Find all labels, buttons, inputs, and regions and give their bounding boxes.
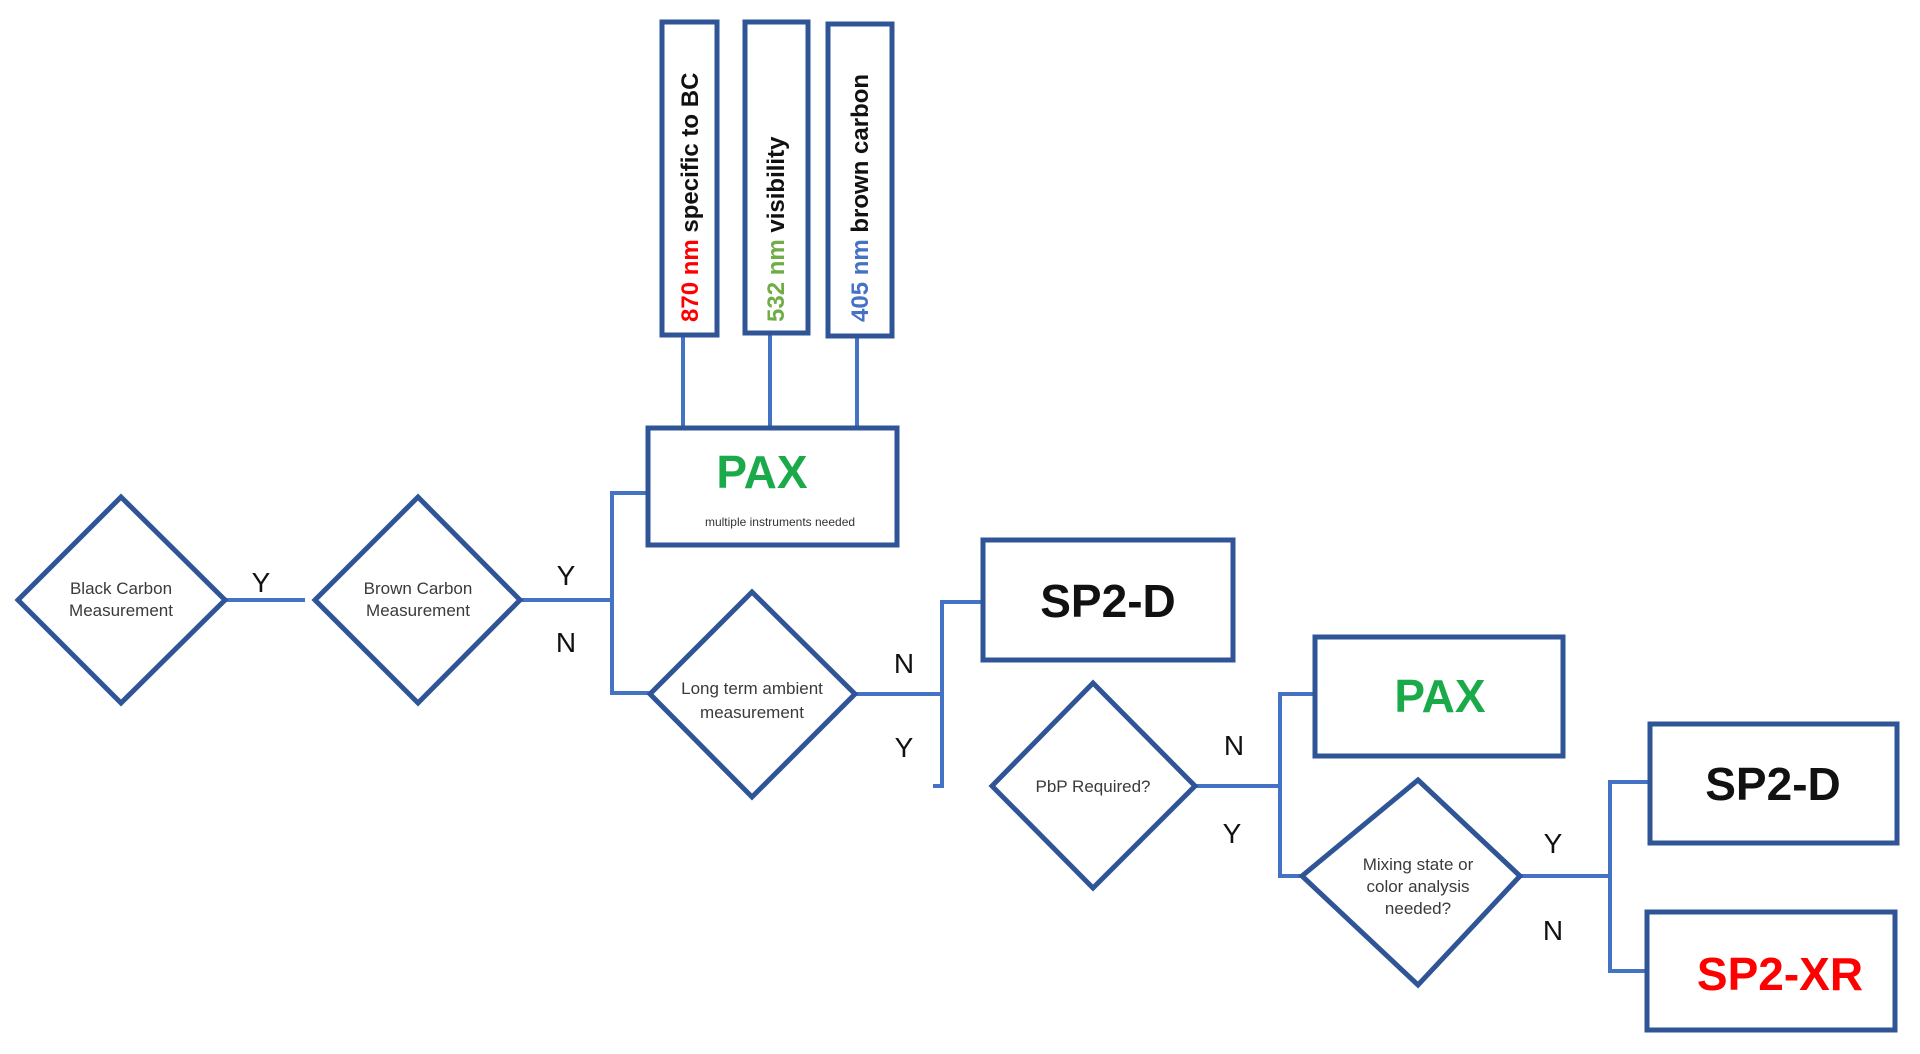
wavelength-532-box: 532 nm visibility (742, 19, 811, 336)
wavelength-box-shape (659, 19, 720, 338)
decision-text-line: measurement (700, 703, 804, 722)
branch-label-brc-no: N (556, 627, 576, 658)
wavelength-label: 405 nm brown carbon (847, 74, 874, 322)
connector-mix-branch (1608, 780, 1650, 973)
wavelength-nm: 532 nm (763, 239, 790, 322)
result-label: SP2-D (1705, 758, 1840, 810)
result-label: SP2-D (1040, 575, 1175, 627)
decision-text-line: Measurement (366, 601, 470, 620)
wavelength-label: 870 nm specific to BC (677, 73, 704, 322)
result-box-shape (1312, 634, 1566, 759)
result-box-shape (1647, 721, 1900, 846)
result-sp2d-2: SP2-D (1647, 721, 1900, 846)
connector-brc-branch (610, 491, 650, 695)
branch-label-mix-no: N (1543, 915, 1563, 946)
connector-lt-branch (933, 600, 983, 788)
result-pax-2: PAX (1312, 634, 1566, 759)
wavelength-nm: 870 nm (677, 239, 704, 322)
wavelength-box-shape (825, 21, 895, 339)
diamond-shape (988, 679, 1199, 892)
decision-text-line: Brown Carbon (364, 579, 473, 598)
decision-text-line: Long term ambient (681, 679, 823, 698)
wavelength-nm: 405 nm (847, 239, 874, 322)
decision-pbp: PbP Required? (988, 679, 1199, 892)
wavelength-405-box: 405 nm brown carbon (825, 21, 895, 339)
connector-pbp-branch (1278, 692, 1315, 878)
branch-label-bc-yes: Y (252, 567, 271, 598)
decision-text-line: Mixing state or (1363, 855, 1474, 874)
result-label: SP2-XR (1697, 948, 1863, 1000)
decision-black-carbon: Black Carbon Measurement (14, 493, 229, 707)
wavelength-870-box: 870 nm specific to BC (659, 19, 720, 338)
branch-label-mix-yes: Y (1544, 828, 1563, 859)
branch-label-lt-no: N (894, 648, 914, 679)
result-label: PAX (1394, 670, 1485, 722)
decision-mixing: Mixing state or color analysis needed? (1298, 776, 1524, 989)
decision-brown-carbon: Brown Carbon Measurement (311, 493, 524, 707)
decision-text-line: needed? (1385, 899, 1451, 918)
decision-text-line: PbP Required? (1036, 777, 1151, 796)
result-box-shape (645, 425, 900, 548)
branch-label-brc-yes: Y (557, 560, 576, 591)
diamond-shape (311, 493, 524, 707)
wavelength-desc: brown carbon (847, 74, 874, 239)
diamond-shape (646, 588, 859, 801)
wavelength-desc: specific to BC (677, 73, 704, 240)
result-box-shape (1644, 909, 1898, 1033)
result-box-shape (980, 537, 1236, 663)
branch-label-pbp-yes: Y (1223, 818, 1242, 849)
diamond-shape (1298, 776, 1524, 989)
result-sp2xr: SP2-XR (1644, 909, 1898, 1033)
result-sp2d-1: SP2-D (980, 537, 1236, 663)
branch-label-pbp-no: N (1224, 730, 1244, 761)
decision-text-line: Measurement (69, 601, 173, 620)
connectors (225, 333, 1650, 973)
result-note: multiple instruments needed (705, 515, 855, 529)
diamond-shape (14, 493, 229, 707)
decision-text-line: Black Carbon (70, 579, 172, 598)
result-label: PAX (716, 446, 807, 498)
result-pax-top: PAX multiple instruments needed (645, 425, 900, 548)
decision-text-line: color analysis (1367, 877, 1470, 896)
wavelength-desc: visibility (763, 136, 790, 239)
branch-labels: Y Y N N Y N Y Y N (252, 560, 1563, 946)
branch-label-lt-yes: Y (895, 732, 914, 763)
decision-long-term: Long term ambient measurement (646, 588, 859, 801)
wavelength-box-shape (742, 19, 811, 336)
wavelength-label: 532 nm visibility (763, 136, 790, 322)
